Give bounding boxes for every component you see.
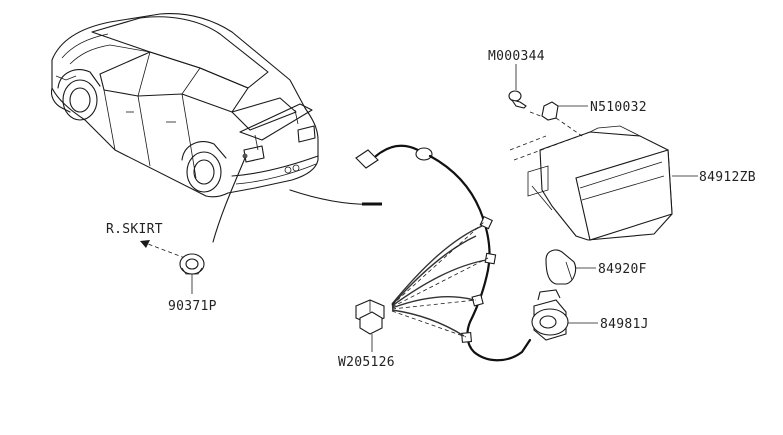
screw-m000344 bbox=[508, 90, 527, 109]
part-label-84920f: 84920F bbox=[598, 262, 647, 277]
install-line-lamp-2 bbox=[509, 135, 547, 151]
install-line-nut bbox=[555, 117, 583, 137]
part-label-w205126: W205126 bbox=[338, 355, 395, 370]
nut-n510032 bbox=[541, 101, 559, 121]
arrow-left-icon bbox=[140, 240, 150, 248]
bulb-84920f bbox=[545, 249, 577, 285]
skirt-leader-curve bbox=[212, 157, 246, 243]
wire-harness bbox=[355, 144, 532, 362]
part-label-n510032: N510032 bbox=[590, 100, 647, 115]
reference-label-r-skirt: R.SKIRT bbox=[106, 222, 163, 237]
part-label-m000344: M000344 bbox=[488, 49, 545, 64]
socket-84981j bbox=[531, 289, 569, 341]
clip-w205126 bbox=[355, 299, 385, 335]
part-label-84981j: 84981J bbox=[600, 317, 649, 332]
lamp-84912zb bbox=[527, 125, 673, 241]
skirt-arrow-line bbox=[147, 243, 186, 259]
part-label-84912zb: 84912ZB bbox=[699, 170, 756, 185]
part-label-90371p: 90371P bbox=[168, 299, 217, 314]
harness-leader-curve bbox=[289, 189, 381, 205]
vehicle-illustration bbox=[50, 13, 319, 198]
clip-90371p bbox=[179, 253, 205, 275]
